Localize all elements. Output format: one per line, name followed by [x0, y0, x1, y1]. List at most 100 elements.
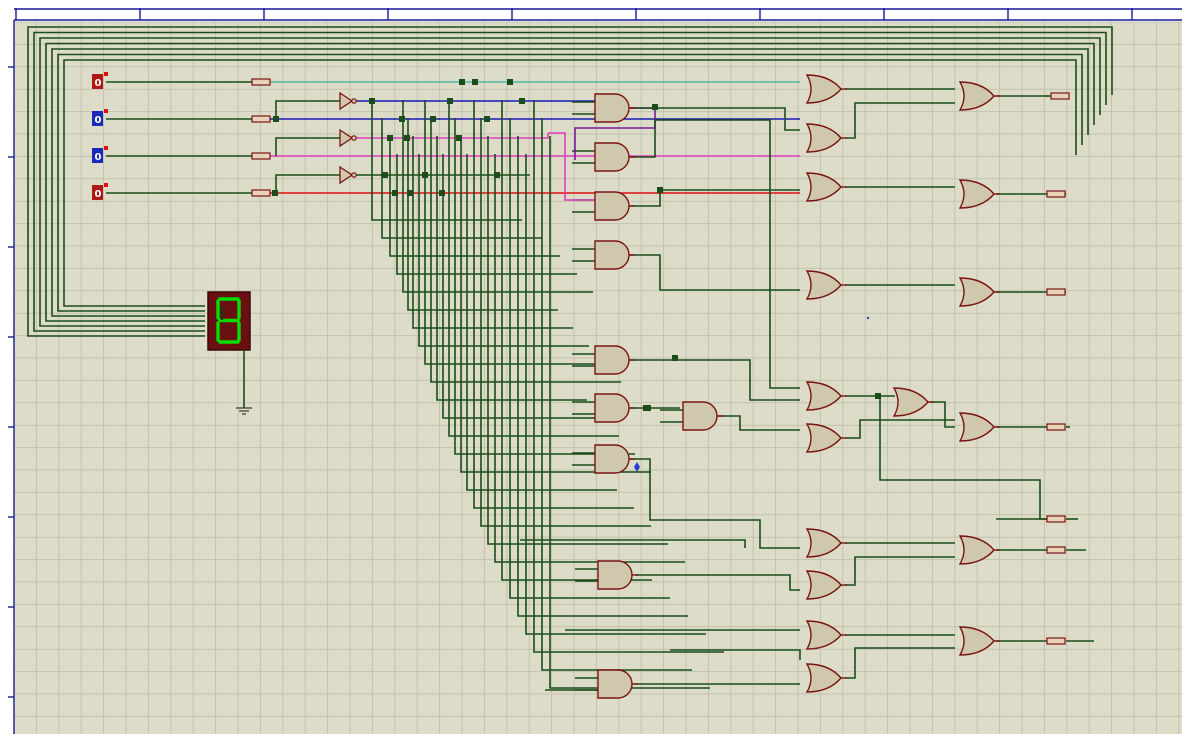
not-gate[interactable]	[339, 128, 357, 148]
or-gate[interactable]	[805, 74, 847, 104]
not-gate[interactable]	[339, 165, 357, 185]
bus-vertical	[487, 136, 668, 545]
or-gate[interactable]	[958, 412, 1000, 442]
or-gate[interactable]	[805, 528, 847, 558]
and-gate-body	[594, 142, 630, 172]
resistor[interactable]	[1046, 423, 1066, 431]
junction-dot	[382, 172, 388, 178]
junction-dot	[430, 116, 436, 122]
resistor[interactable]	[1046, 546, 1066, 554]
junction-dot	[652, 104, 658, 110]
or-gate-body	[958, 277, 995, 307]
bus-vertical	[533, 100, 724, 653]
resistor[interactable]	[1046, 288, 1066, 296]
or-gate[interactable]	[805, 570, 847, 600]
resistor[interactable]	[1046, 637, 1066, 645]
junction-dot	[657, 187, 663, 193]
bus-vertical	[517, 136, 688, 617]
junction-dot	[645, 405, 651, 411]
bus-vertical	[448, 100, 619, 437]
or-gate-body	[805, 528, 842, 558]
junction-dot	[387, 135, 393, 141]
and-gate[interactable]	[594, 142, 635, 172]
logic-input-body	[92, 148, 103, 163]
and-gate[interactable]	[594, 93, 635, 123]
not-gate-bubble	[351, 135, 357, 141]
and-gate-body	[594, 393, 630, 423]
junction-dot	[484, 116, 490, 122]
not-gate[interactable]	[339, 91, 357, 111]
not-gate-body	[339, 91, 354, 111]
and-gate[interactable]	[594, 393, 635, 423]
or-gate[interactable]	[958, 277, 1000, 307]
or-gate[interactable]	[805, 172, 847, 202]
gate-link-wire	[845, 419, 955, 439]
bus-run	[520, 539, 746, 548]
display-bus-wire	[27, 26, 1113, 337]
or-gate[interactable]	[805, 381, 847, 411]
or-gate[interactable]	[805, 270, 847, 300]
bus-vertical	[460, 136, 651, 473]
display-bus-wire	[51, 48, 1089, 317]
logic-input-label: 0	[95, 115, 102, 126]
resistor[interactable]	[1046, 190, 1066, 198]
or-gate-body	[958, 626, 995, 656]
bus-vertical	[402, 100, 593, 293]
or-gate[interactable]	[958, 81, 1000, 111]
and-gate-body	[594, 444, 630, 474]
seven-segment-display[interactable]	[207, 291, 251, 351]
or-gate[interactable]	[805, 620, 847, 650]
logic-state-input[interactable]: 0	[92, 183, 108, 200]
logic-state-input[interactable]: 0	[92, 72, 108, 89]
or-gate[interactable]	[805, 123, 847, 153]
resistor[interactable]	[251, 152, 271, 160]
or-gate[interactable]	[892, 387, 934, 417]
ground-icon	[236, 350, 252, 415]
or-gate[interactable]	[805, 423, 847, 453]
bus-vertical	[407, 118, 558, 311]
junction-dot	[459, 79, 465, 85]
or-gate-body	[892, 387, 929, 417]
gate-link-wire	[630, 359, 800, 401]
junction-dot	[272, 190, 278, 196]
probe-icon	[634, 462, 640, 472]
and-gate[interactable]	[594, 240, 635, 270]
resistor[interactable]	[251, 78, 271, 86]
or-gate-body	[805, 172, 842, 202]
and-gate[interactable]	[594, 345, 635, 375]
resistor[interactable]	[251, 189, 271, 197]
bus-vertical	[436, 136, 587, 401]
inverted-bus	[356, 133, 549, 139]
logic-state-input[interactable]: 0	[92, 146, 108, 163]
bus-run	[670, 649, 801, 660]
resistor[interactable]	[1046, 515, 1066, 523]
and-gate[interactable]	[594, 191, 635, 221]
bus-vertical	[509, 118, 670, 599]
and-gate[interactable]	[597, 669, 638, 699]
or-gate[interactable]	[805, 663, 847, 693]
and-gate[interactable]	[594, 444, 635, 474]
bus-run	[879, 396, 1048, 520]
or-gate[interactable]	[958, 626, 1000, 656]
or-gate[interactable]	[958, 535, 1000, 565]
display-bus-wire	[39, 37, 1101, 327]
and-gate[interactable]	[597, 560, 638, 590]
or-gate-body	[805, 74, 842, 104]
not-gate-bubble	[351, 172, 357, 178]
inverter-feed	[275, 174, 340, 193]
resistor[interactable]	[1050, 92, 1070, 100]
gate-link-wire	[718, 415, 800, 431]
junction-dot	[404, 135, 410, 141]
junction-dot	[875, 393, 881, 399]
or-gate-body	[805, 570, 842, 600]
ruler-top	[14, 8, 1182, 21]
logic-state-input[interactable]: 0	[92, 109, 108, 126]
or-gate-body	[805, 123, 842, 153]
bus-vertical	[389, 136, 560, 257]
and-gate[interactable]	[682, 401, 723, 431]
or-gate[interactable]	[958, 179, 1000, 209]
resistor[interactable]	[251, 115, 271, 123]
bus-vertical	[371, 100, 522, 221]
